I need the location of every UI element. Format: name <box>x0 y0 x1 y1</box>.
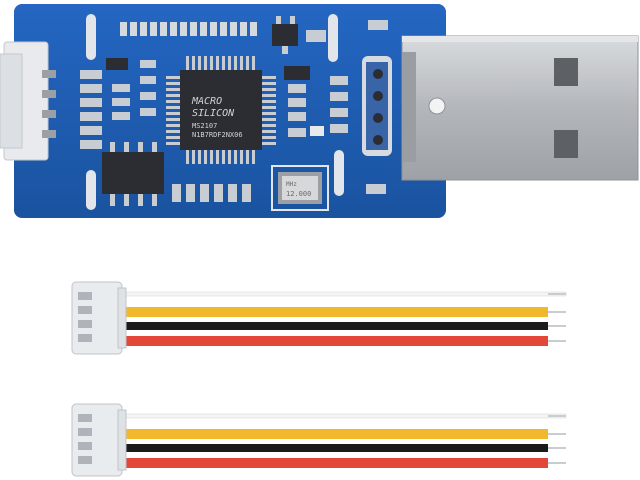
crystal-oscillator: MHz 12.000 <box>271 165 329 211</box>
right-passives <box>284 20 388 194</box>
left-passives <box>80 58 156 149</box>
jst-cable-1 <box>71 281 567 355</box>
crystal-unit: MHz <box>286 181 297 188</box>
board-jst-connector <box>0 41 56 161</box>
silk-slot <box>86 170 96 210</box>
wire-red <box>120 336 548 346</box>
wire-black <box>120 322 548 330</box>
wire-yellow <box>120 307 548 317</box>
capture-board: MACRO SILICON MS2107 N1B7RDF2NX06 MHz 12… <box>0 4 446 218</box>
main-chip-ms2107: MACRO SILICON MS2107 N1B7RDF2NX06 <box>166 56 276 164</box>
wire-white <box>119 413 567 419</box>
jst-plug-2 <box>71 403 127 477</box>
silk-slot <box>334 150 344 196</box>
silk-slot <box>86 14 96 60</box>
usb-shell-dimple <box>428 97 446 115</box>
regulator-chip <box>272 16 298 54</box>
chip-model: MS2107 <box>192 122 217 130</box>
eeprom-chip <box>102 142 164 206</box>
jst-plug-1 <box>71 281 127 355</box>
usb-solder-pads <box>362 56 392 156</box>
top-component-row <box>120 22 257 36</box>
chip-lot-code: N1B7RDF2NX06 <box>192 131 243 139</box>
jst-cable-2 <box>71 403 567 477</box>
crystal-frequency: 12.000 <box>286 190 311 198</box>
silk-slot <box>328 14 338 62</box>
usb-window-top <box>554 58 578 86</box>
wire-white <box>119 291 567 297</box>
usb-a-plug <box>401 35 639 181</box>
bottom-passives <box>172 184 251 202</box>
wire-yellow <box>120 429 548 439</box>
chip-brand-line2: SILICON <box>192 108 235 119</box>
chip-body <box>180 70 262 150</box>
wire-red <box>120 458 548 468</box>
chip-brand-line1: MACRO <box>191 96 222 107</box>
wire-black <box>120 444 548 452</box>
usb-window-bottom <box>554 130 578 158</box>
